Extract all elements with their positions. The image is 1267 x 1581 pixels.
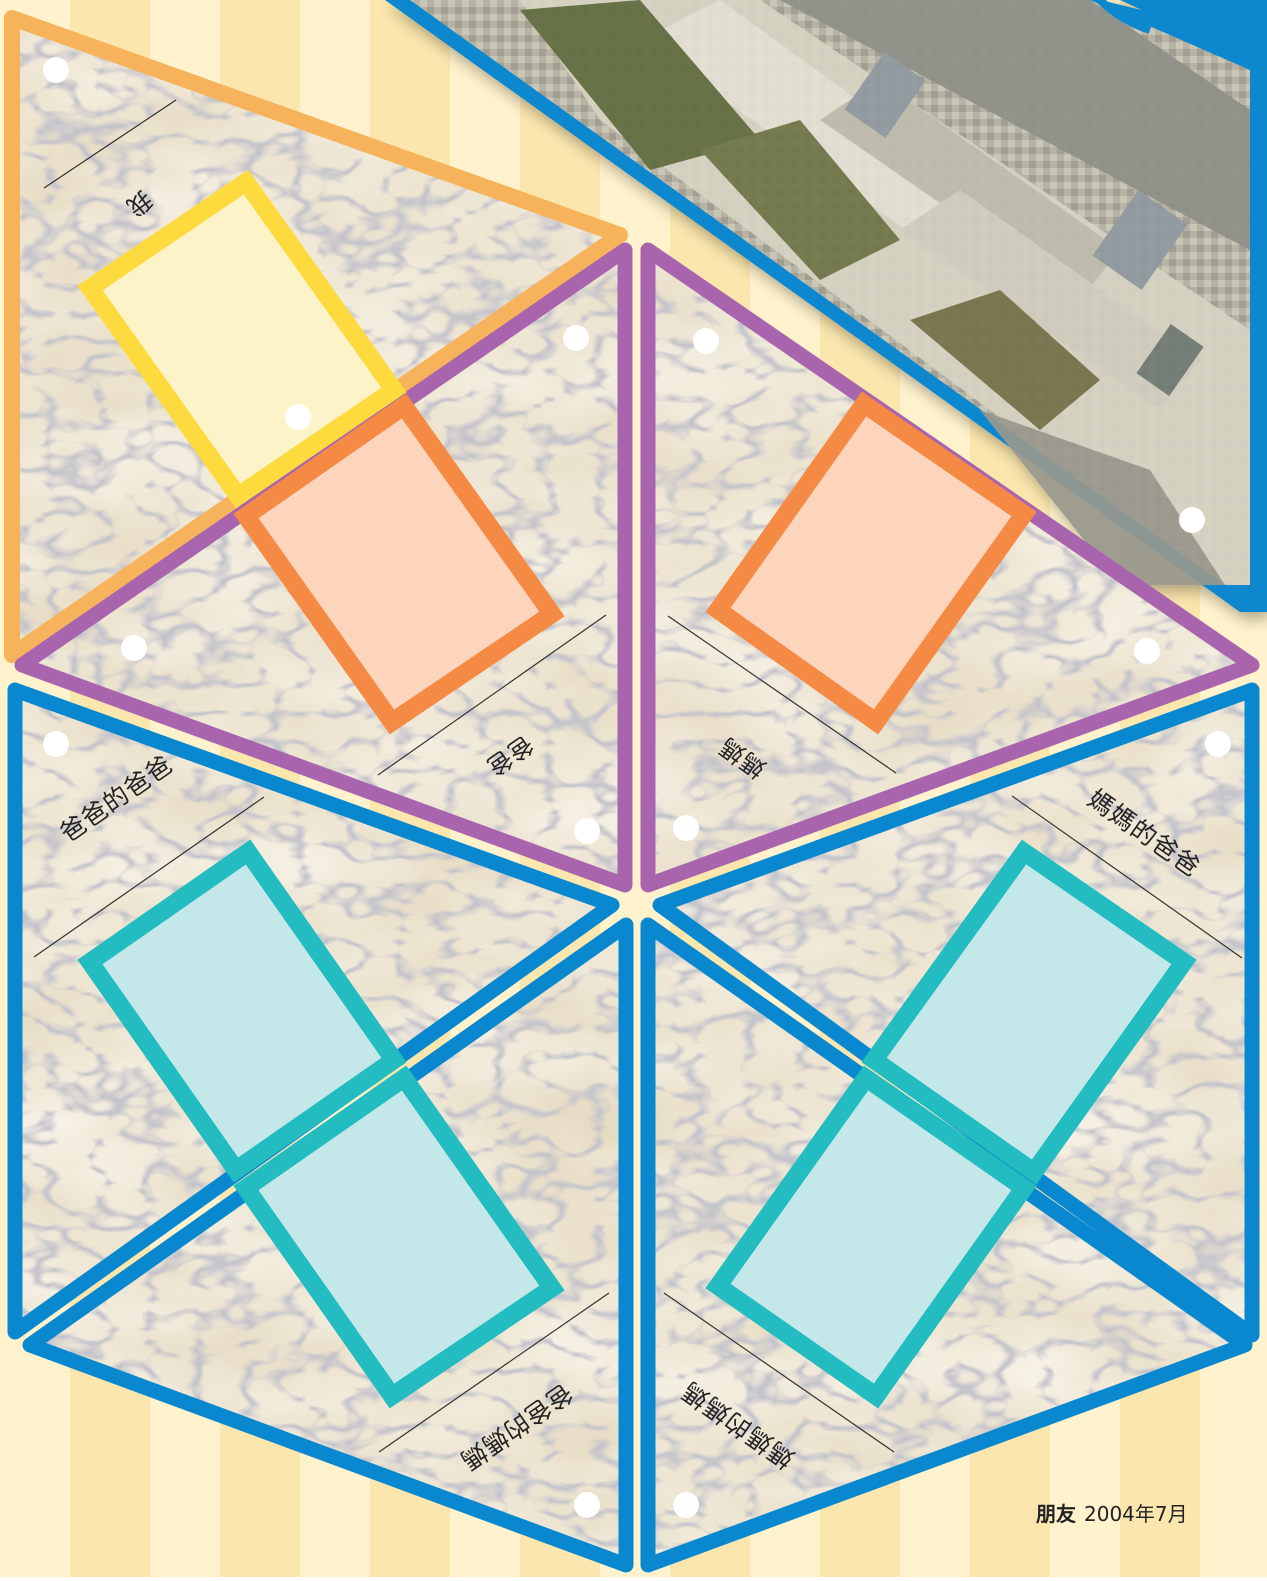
magazine-name: 朋友 [1036,1502,1076,1526]
punch-hole [673,815,699,841]
issue-date: 2004年7月 [1084,1502,1188,1526]
punch-hole [43,731,69,757]
punch-hole [693,328,719,354]
punch-hole [121,635,147,661]
punch-hole [1205,731,1231,757]
punch-hole [563,325,589,351]
punch-hole [1134,638,1160,664]
punch-hole [673,1492,699,1518]
page-footer: 朋友 2004年7月 [1036,1498,1188,1527]
punch-hole [574,818,600,844]
punch-hole [285,404,311,430]
punch-hole [1179,507,1205,533]
punch-hole [43,57,69,83]
punch-hole [574,1492,600,1518]
